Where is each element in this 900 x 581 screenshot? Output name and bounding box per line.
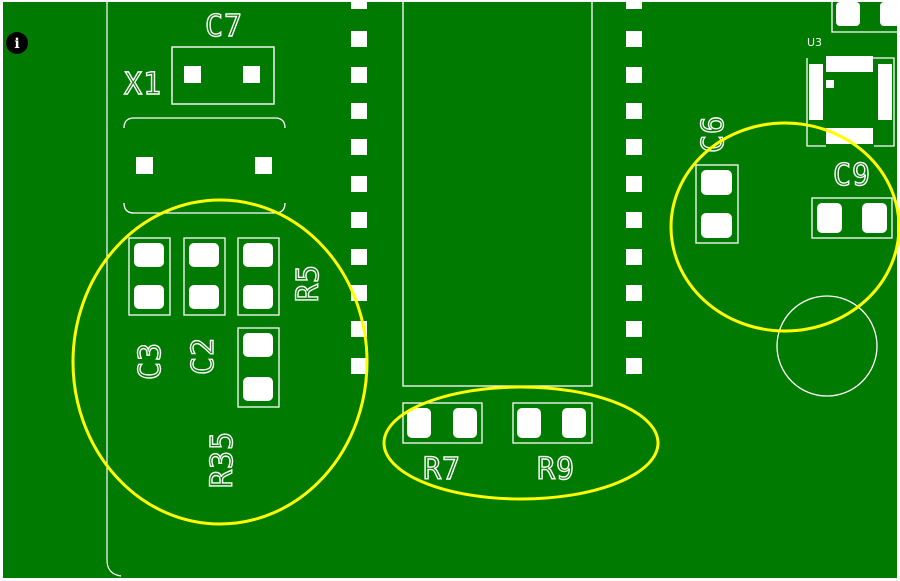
c7-label: C7 [205, 9, 243, 44]
u3-pad-top [826, 56, 873, 72]
ic-pin [351, 139, 367, 155]
u3-outline-right [873, 57, 895, 147]
c2-label: C2 [186, 337, 221, 375]
info-icon[interactable]: i [6, 32, 28, 54]
ic-pin-column-right [626, 0, 642, 374]
component-x1[interactable]: X1 [123, 66, 286, 214]
c3-pad-2 [134, 285, 164, 309]
ic-pin [351, 67, 367, 83]
board-edge-outline [106, 2, 122, 577]
r5-outline [237, 237, 280, 316]
c7-pad-1 [184, 66, 201, 83]
c6-pad-2 [701, 213, 732, 238]
u3-pad-right [878, 64, 892, 120]
component-c3[interactable]: C3 [128, 237, 171, 381]
ic-body-outline [402, 0, 593, 387]
x1-label: X1 [124, 67, 162, 102]
ic-pin [351, 103, 367, 119]
ic-pin [626, 103, 642, 119]
u3-label: U3 [807, 36, 822, 49]
highlight-ellipse-left-group [71, 198, 369, 526]
r35-label: R35 [205, 431, 240, 488]
top-right-pad-1 [836, 2, 860, 26]
top-right-pad-2 [880, 2, 900, 26]
c2-pad-1 [189, 243, 219, 267]
u3-outline-left [806, 58, 826, 147]
r7-pad-1 [407, 408, 431, 438]
r5-pad-1 [243, 243, 273, 267]
mounting-hole-outline [776, 295, 878, 397]
c6-outline [695, 164, 739, 244]
r5-pad-2 [243, 285, 273, 309]
u3-pad-left [809, 64, 823, 120]
component-c7[interactable]: C7 [171, 8, 275, 105]
r5-label: R5 [291, 264, 326, 302]
component-r35[interactable]: R35 [204, 327, 280, 489]
ic-pin [351, 212, 367, 228]
r9-pad-2 [562, 408, 586, 438]
component-c9[interactable]: C9 [811, 157, 893, 239]
r9-pad-1 [517, 408, 541, 438]
highlight-ellipse-right-group [669, 121, 900, 333]
component-top-right-partial [831, 0, 900, 33]
c9-pad-1 [817, 203, 842, 233]
info-icon-glyph: i [14, 36, 19, 52]
ic-pin [351, 0, 367, 9]
ic-pin-column-left [351, 0, 367, 374]
info-icon-circle [6, 32, 28, 54]
c3-outline [128, 237, 171, 316]
ic-pin [626, 31, 642, 47]
highlight-ellipse-bottom-group [382, 385, 660, 501]
r35-pad-2 [243, 377, 273, 401]
ic-pin [626, 285, 642, 301]
c3-pad-1 [134, 243, 164, 267]
r9-label: R9 [537, 452, 575, 487]
r7-label: R7 [423, 452, 461, 487]
c2-pad-2 [189, 285, 219, 309]
ic-pin [351, 358, 367, 374]
x1-outline-bottom [123, 202, 286, 214]
component-c6[interactable]: C6 [695, 114, 739, 244]
c6-pad-1 [701, 170, 732, 195]
ic-pin [351, 249, 367, 265]
component-u3[interactable]: U3 [806, 36, 895, 147]
r7-outline [402, 402, 483, 444]
r9-outline [512, 402, 593, 444]
c3-label: C3 [133, 342, 168, 380]
ic-pin [626, 176, 642, 192]
component-r5[interactable]: R5 [237, 237, 327, 316]
c9-outline [811, 197, 893, 239]
component-r9[interactable]: R9 [512, 402, 593, 488]
ic-pin [626, 321, 642, 337]
x1-pad-1 [136, 157, 153, 174]
c7-outline [171, 46, 275, 105]
r35-outline [237, 327, 280, 408]
ic-pin [626, 67, 642, 83]
c2-outline [183, 237, 226, 316]
ic-pin [626, 249, 642, 265]
component-r7[interactable]: R7 [402, 402, 483, 488]
ic-pin [626, 358, 642, 374]
x1-outline-top [123, 117, 286, 129]
top-right-outline [831, 0, 897, 33]
c9-pad-2 [862, 203, 887, 233]
x1-pad-2 [255, 157, 272, 174]
u3-pad-small [826, 80, 834, 88]
ic-pin [626, 0, 642, 9]
c9-label: C9 [833, 158, 871, 193]
r7-pad-2 [453, 408, 477, 438]
c7-pad-2 [243, 66, 260, 83]
ic-pin [626, 212, 642, 228]
ic-pin [351, 176, 367, 192]
r35-pad-1 [243, 333, 273, 357]
component-c2[interactable]: C2 [183, 237, 226, 376]
ic-pin [351, 31, 367, 47]
u3-pad-bottom [826, 128, 873, 144]
ic-pin [626, 139, 642, 155]
